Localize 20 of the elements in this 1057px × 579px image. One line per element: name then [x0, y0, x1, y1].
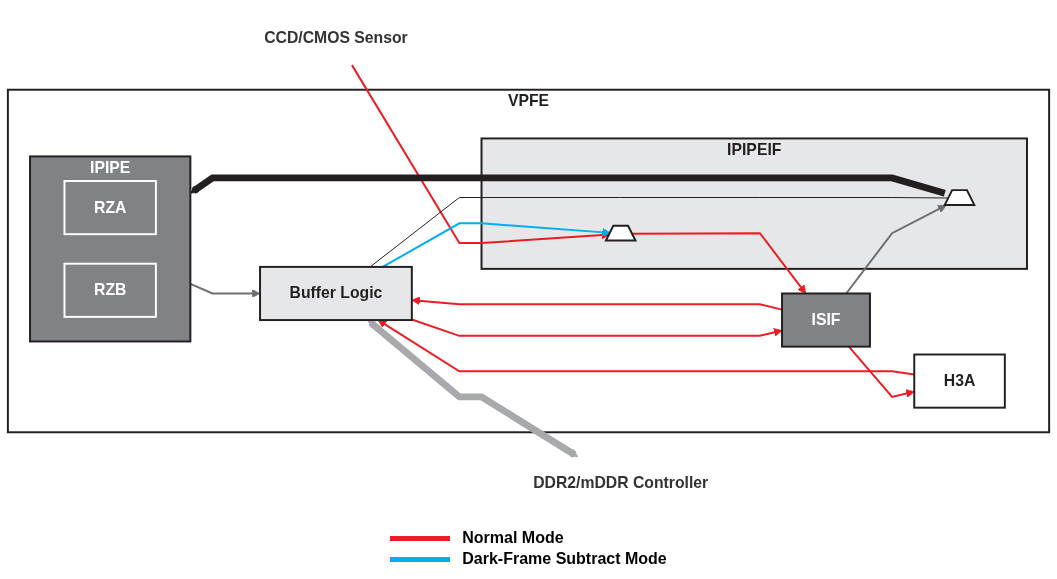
legend-label: Dark-Frame Subtract Mode [462, 550, 667, 568]
node-box: H3A [913, 353, 1006, 409]
arrow [411, 296, 783, 311]
arrow [410, 318, 783, 337]
legend-label: Normal Mode [462, 529, 564, 547]
node-text: CCD/CMOS Sensor [264, 29, 408, 47]
node-trapezoid [604, 224, 638, 242]
node-box: RZB [63, 262, 157, 318]
arrow [367, 319, 579, 458]
arrow [381, 222, 611, 268]
arrow [845, 205, 947, 295]
cluster: IPIPEIF [480, 137, 1028, 270]
node-box: RZA [63, 180, 157, 236]
node-box: ISIF [781, 292, 871, 348]
node-text: DDR2/mDDR Controller [533, 474, 709, 492]
arrow [631, 232, 807, 294]
connector [369, 197, 950, 268]
arrow [847, 345, 915, 398]
node-box: Buffer Logic [259, 265, 413, 322]
node-trapezoid [943, 189, 976, 206]
